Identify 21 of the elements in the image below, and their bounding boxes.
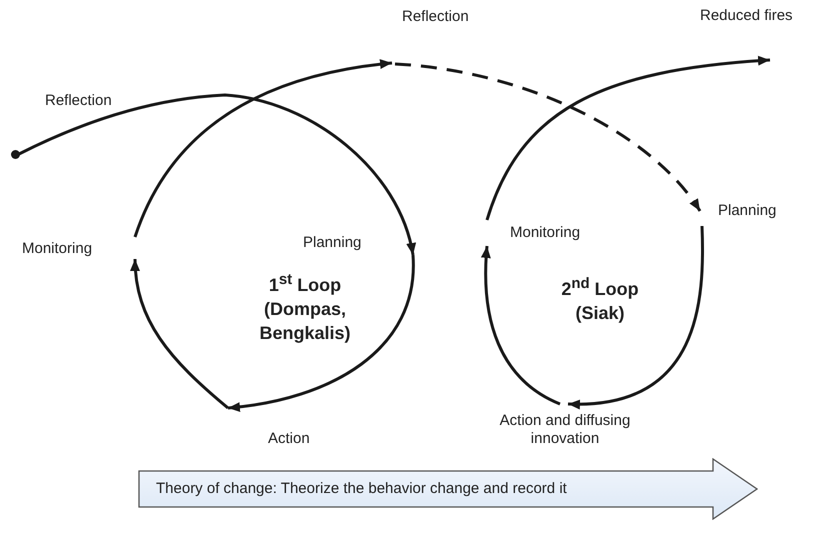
start-dot — [11, 150, 20, 159]
loop-title: 1$^{st}$ Loop (Dompas, Bengkalis) — [258, 270, 352, 345]
arrow — [130, 258, 229, 410]
stage-label: Monitoring — [22, 240, 92, 258]
stage-label: Reduced fires — [700, 7, 793, 25]
arrow — [481, 246, 561, 406]
loop-title: 2$^{nd}$ Loop (Siak) — [560, 274, 640, 325]
edge-label: Reflection — [402, 8, 469, 26]
dashed-arrow — [394, 62, 702, 212]
stage-label: Planning — [718, 202, 776, 220]
arrow — [486, 56, 770, 220]
arrow — [228, 254, 414, 412]
arrow — [568, 226, 704, 409]
edge-label: Reflection — [45, 92, 112, 110]
arrow — [134, 59, 392, 238]
stage-label: Monitoring — [510, 224, 580, 242]
arrow — [18, 94, 416, 256]
stage-label: Action — [268, 430, 310, 448]
stage-label: Action and diffusing innovation — [498, 412, 632, 448]
stage-label: Planning — [303, 234, 362, 252]
banner-text: Theory of change: Theorize the behavior change and record it — [156, 480, 567, 498]
